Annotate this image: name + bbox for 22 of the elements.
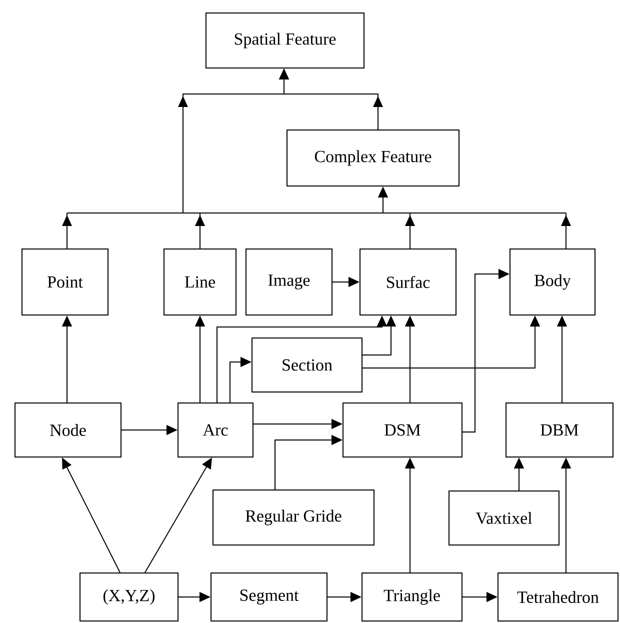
process-box: Image (246, 248, 332, 316)
process-box: Triangle (362, 572, 462, 622)
process-box: Node (14, 402, 122, 458)
process-box: Point (22, 248, 108, 316)
arrow (62, 212, 72, 249)
arrow (405, 212, 415, 249)
process-box: Surfac (360, 248, 456, 316)
process-box: Body (510, 248, 596, 316)
process-box: Complex Feature (286, 130, 460, 186)
process-box: Vaxtixel (448, 490, 560, 546)
process-box: Spatial Feature (206, 12, 364, 68)
process-box: (X,Y,Z) (80, 572, 178, 622)
process-box: Regular Gride (212, 490, 374, 546)
process-box: Arc (178, 402, 254, 458)
process-box: Tetrahedron (498, 572, 618, 622)
process-box: Line (164, 248, 236, 316)
process-box: Segment (210, 572, 328, 622)
process-box: DBM (506, 402, 614, 458)
arrow (195, 212, 205, 249)
process-box: DSM (342, 402, 462, 458)
process-box: Section (252, 338, 362, 392)
arrow (561, 212, 571, 249)
